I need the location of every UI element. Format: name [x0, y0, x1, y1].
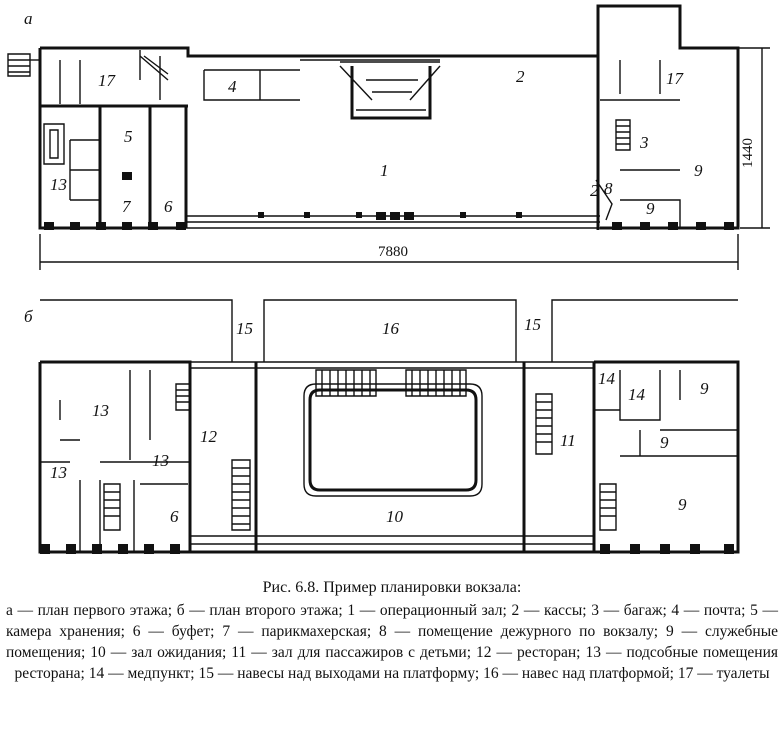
label-b-13b: 13 — [152, 451, 169, 470]
label-b-6: 6 — [170, 507, 179, 526]
label-b-15b: 15 — [524, 315, 541, 334]
label-b-14a: 14 — [598, 369, 616, 388]
label-9b: 9 — [646, 199, 655, 218]
label-b-10: 10 — [386, 507, 404, 526]
plan-b-letter: б — [24, 307, 33, 326]
label-b-11: 11 — [560, 431, 576, 450]
label-5: 5 — [124, 127, 133, 146]
label-2: 2 — [516, 67, 525, 86]
label-17: 17 — [98, 71, 117, 90]
label-b-9c: 9 — [678, 495, 687, 514]
label-7: 7 — [122, 197, 132, 216]
label-b-14b: 14 — [628, 385, 646, 404]
label-6: 6 — [164, 197, 173, 216]
label-3: 3 — [639, 133, 649, 152]
label-1: 1 — [380, 161, 389, 180]
dim-height: 1440 — [740, 138, 756, 168]
dim-width: 7880 — [378, 244, 408, 260]
label-b-9b: 9 — [660, 433, 669, 452]
label-b-13a: 13 — [92, 401, 109, 420]
label-8: 8 — [604, 179, 613, 198]
label-b-15a: 15 — [236, 319, 253, 338]
label-9: 9 — [694, 161, 703, 180]
station-floor-plans: а — [7, 4, 770, 554]
figure-legend: а — план первого этажа; б — план второго… — [6, 602, 778, 682]
label-b-9a: 9 — [700, 379, 709, 398]
label-b-16: 16 — [382, 319, 400, 338]
label-4: 4 — [228, 77, 237, 96]
plan-a: а — [7, 4, 770, 270]
figure-caption: Рис. 6.8. Пример планировки вокзала: — [262, 579, 522, 596]
plan-a-outer-wall — [38, 4, 740, 230]
label-b-13c: 13 — [50, 463, 67, 482]
canopy-outline — [40, 299, 738, 362]
label-b-12: 12 — [200, 427, 218, 446]
label-2b: 2 — [590, 181, 599, 200]
plan-b: б 6 9 — [24, 299, 740, 554]
label-17b: 17 — [666, 69, 685, 88]
label-13: 13 — [50, 175, 67, 194]
plan-a-letter: а — [24, 9, 33, 28]
